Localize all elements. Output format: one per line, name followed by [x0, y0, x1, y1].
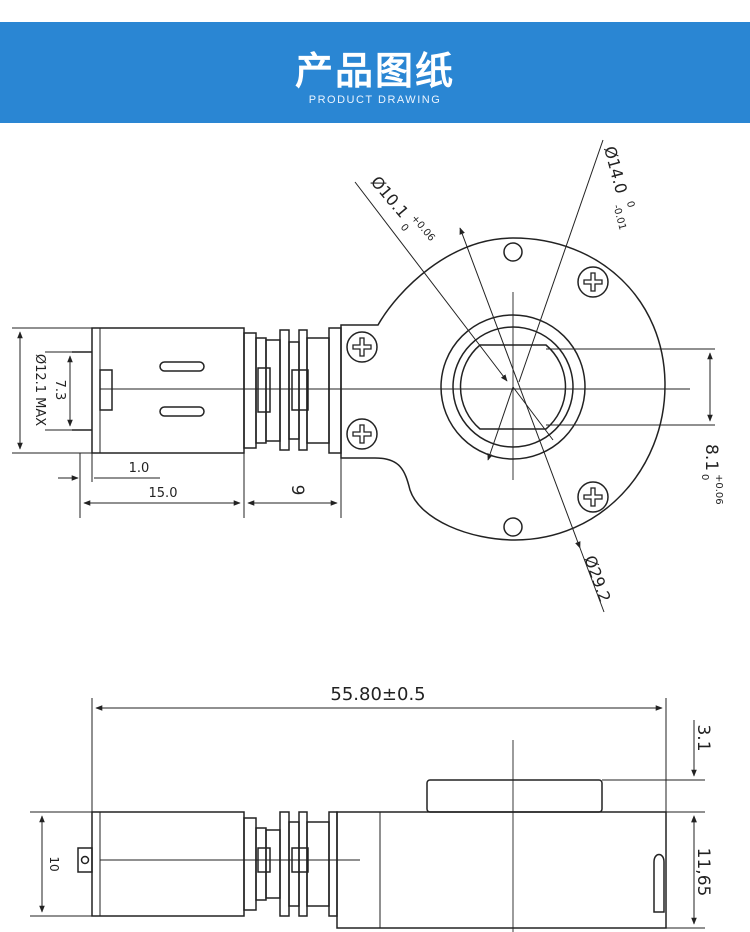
side-dimension-texts: 55.80±0.5 10 3.1 11,65: [47, 684, 713, 896]
top-centerlines: [100, 292, 690, 480]
dim-7-3: 7.3: [52, 380, 67, 401]
header-banner: 产品图纸 PRODUCT DRAWING: [0, 22, 750, 123]
side-view: [77, 779, 667, 929]
screw-icon: [577, 481, 609, 513]
screw-icon: [346, 418, 378, 450]
dim-9: 9: [287, 485, 307, 496]
motor-terminal: [99, 369, 113, 411]
dim-overall-length: 55.80±0.5: [330, 684, 425, 705]
dim-dia-14-0-tol-lower: -0.01: [610, 204, 627, 232]
motor-slot-top: [159, 361, 205, 372]
dim-15-0: 15.0: [149, 486, 178, 501]
top-dimension-lines: [12, 139, 715, 613]
side-dimension-lines: [30, 698, 705, 929]
page-title: 产品图纸: [294, 49, 455, 93]
mounting-hole-top: [503, 242, 523, 262]
dim-dia-10-1: Ø10.1: [367, 172, 413, 221]
dim-8-1-tol-lower: 0: [699, 474, 710, 480]
dim-3-1: 3.1: [693, 724, 713, 751]
dim-8-1-tol-upper: +0.06: [713, 474, 724, 505]
mounting-hole-bottom: [503, 517, 523, 537]
dim-10: 10: [47, 856, 61, 871]
dim-dia-14-0: Ø14.0: [600, 144, 631, 195]
motor-can: [91, 327, 245, 454]
page-subtitle: PRODUCT DRAWING: [308, 94, 442, 106]
dim-dia-14-0-tol-upper: 0: [624, 200, 636, 209]
dim-1-0: 1.0: [129, 461, 150, 476]
dim-dia-12-1: Ø12.1 MAX: [32, 354, 47, 426]
side-hub-top: [426, 779, 603, 813]
dim-dia-10-1-tol-upper: +0.06: [409, 213, 437, 244]
side-motor-can: [91, 811, 245, 917]
dim-11-65: 11,65: [693, 848, 713, 897]
screw-icon: [346, 331, 378, 363]
side-terminal: [77, 847, 93, 873]
top-dimension-texts: Ø12.1 MAX 7.3 1.0 15.0 9 Ø10.1 +0.06 0 Ø…: [32, 144, 724, 605]
screw-icon: [577, 266, 609, 298]
side-gear-housing: [336, 811, 667, 929]
side-centerlines: [100, 740, 514, 932]
motor-slot-bottom: [159, 406, 205, 417]
dim-dia-10-1-tol-lower: 0: [398, 222, 411, 234]
dim-8-1: 8.1: [701, 444, 721, 471]
dim-dia-29-2: Ø29.2: [580, 553, 614, 605]
